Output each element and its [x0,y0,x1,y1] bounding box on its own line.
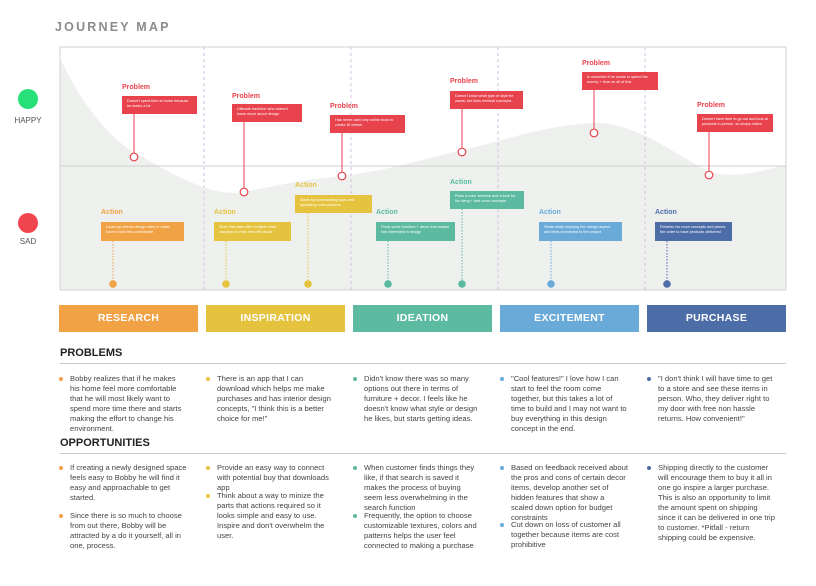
problem-pin [589,128,599,138]
problem-card-title: Problem [330,103,359,110]
bullet-icon [647,466,651,470]
action-card: Finds some furniture + decor that makes … [376,222,455,241]
opportunity-item: Provide an easy way to connect with pote… [206,463,334,493]
action-pin [222,280,230,288]
problem-item: "I don't think I will have time to get t… [647,374,775,424]
action-card-title: Action [295,182,317,189]
opportunities-divider [60,453,786,454]
problem-card: Is uncertain if he wants to spend the mo… [582,72,658,90]
phase-purchase: PURCHASE [647,305,786,332]
problem-card: Doesn't have time to go out and look at … [697,114,773,132]
action-card-title: Action [376,209,398,216]
problem-pin [129,152,139,162]
opportunity-item: Shipping directly to the customer will e… [647,463,775,543]
problem-pin [704,170,714,180]
problem-card: Ultimate bachelor who doesn't know much … [232,104,302,122]
bullet-icon [500,466,504,470]
action-pin [458,280,466,288]
emotion-curve-area [60,58,786,290]
phase-ideation: IDEATION [353,305,492,332]
action-card-title: Action [101,209,123,216]
problem-pin [239,187,249,197]
bullet-icon [353,514,357,518]
sad-indicator-icon [18,213,38,233]
problem-item: Didn't know there was so many options ou… [353,374,481,424]
action-card-title: Action [214,209,236,216]
action-pin [304,280,312,288]
action-card-title: Action [450,179,472,186]
opportunity-item: Cut down on loss of customer all togethe… [500,520,628,550]
problem-item: Bobby realizes that if he makes his home… [59,374,187,434]
happy-label: HAPPY [14,116,42,125]
sad-label: SAD [19,237,37,246]
phase-excitement: EXCITEMENT [500,305,639,332]
action-card-title: Action [539,209,561,216]
journey-curve-chart [59,46,787,291]
problem-card-title: Problem [582,60,611,67]
opportunity-item: If creating a newly designed space feels… [59,463,187,503]
bullet-icon [206,494,210,498]
problems-divider [60,363,786,364]
problem-card-title: Problem [232,93,261,100]
problems-heading: PROBLEMS [60,347,123,359]
opportunity-item: Based on feedback received about the pro… [500,463,628,523]
action-pin [109,280,117,288]
action-pin [663,280,671,288]
opportunity-item: Since there is so much to choose from ou… [59,511,187,551]
phase-inspiration: INSPIRATION [206,305,345,332]
chart-frame [59,46,787,291]
problem-card-title: Problem [697,102,726,109]
opportunities-heading: OPPORTUNITIES [60,437,150,449]
problem-card: Has never used any online tools to creat… [330,115,405,133]
opportunity-item: When customer finds things they like, if… [353,463,481,513]
action-card: Looks up interior design sites to make h… [101,222,184,241]
bullet-icon [647,377,651,381]
problem-item: "Cool features!" I love how I can start … [500,374,628,434]
bullet-icon [59,466,63,470]
bullet-icon [59,377,63,381]
action-card-title: Action [655,209,677,216]
action-card: Starts by downloading apps and uploading… [295,195,372,213]
bullet-icon [500,523,504,527]
bullet-icon [206,377,210,381]
problem-card: Doesn't spent time at home because he wo… [122,96,197,114]
page-title: JOURNEY MAP [55,20,171,34]
action-pin [547,280,555,288]
bullet-icon [206,466,210,470]
happy-indicator-icon [18,89,38,109]
action-pin [384,280,392,288]
action-card: Finishes his room concepts and places th… [655,222,732,241]
problem-pin [457,147,467,157]
bullet-icon [500,377,504,381]
bullet-icon [353,466,357,470]
action-card: Sees that sites offer multiple room conc… [214,222,291,241]
bullet-icon [353,377,357,381]
phase-research: RESEARCH [59,305,198,332]
action-card: Picks a color scheme and a tone for his … [450,191,524,209]
action-card: Starts really enjoying the design aspect… [539,222,622,241]
problem-card-title: Problem [122,84,151,91]
problem-item: There is an app that I can download whic… [206,374,334,424]
bullet-icon [59,514,63,518]
opportunity-item: Think about a way to minize the parts th… [206,491,334,541]
problem-card: Doesn't know what type of style he wants… [450,91,523,109]
opportunity-item: Frequently, the option to choose customi… [353,511,481,551]
problem-pin [337,171,347,181]
problem-card-title: Problem [450,78,479,85]
